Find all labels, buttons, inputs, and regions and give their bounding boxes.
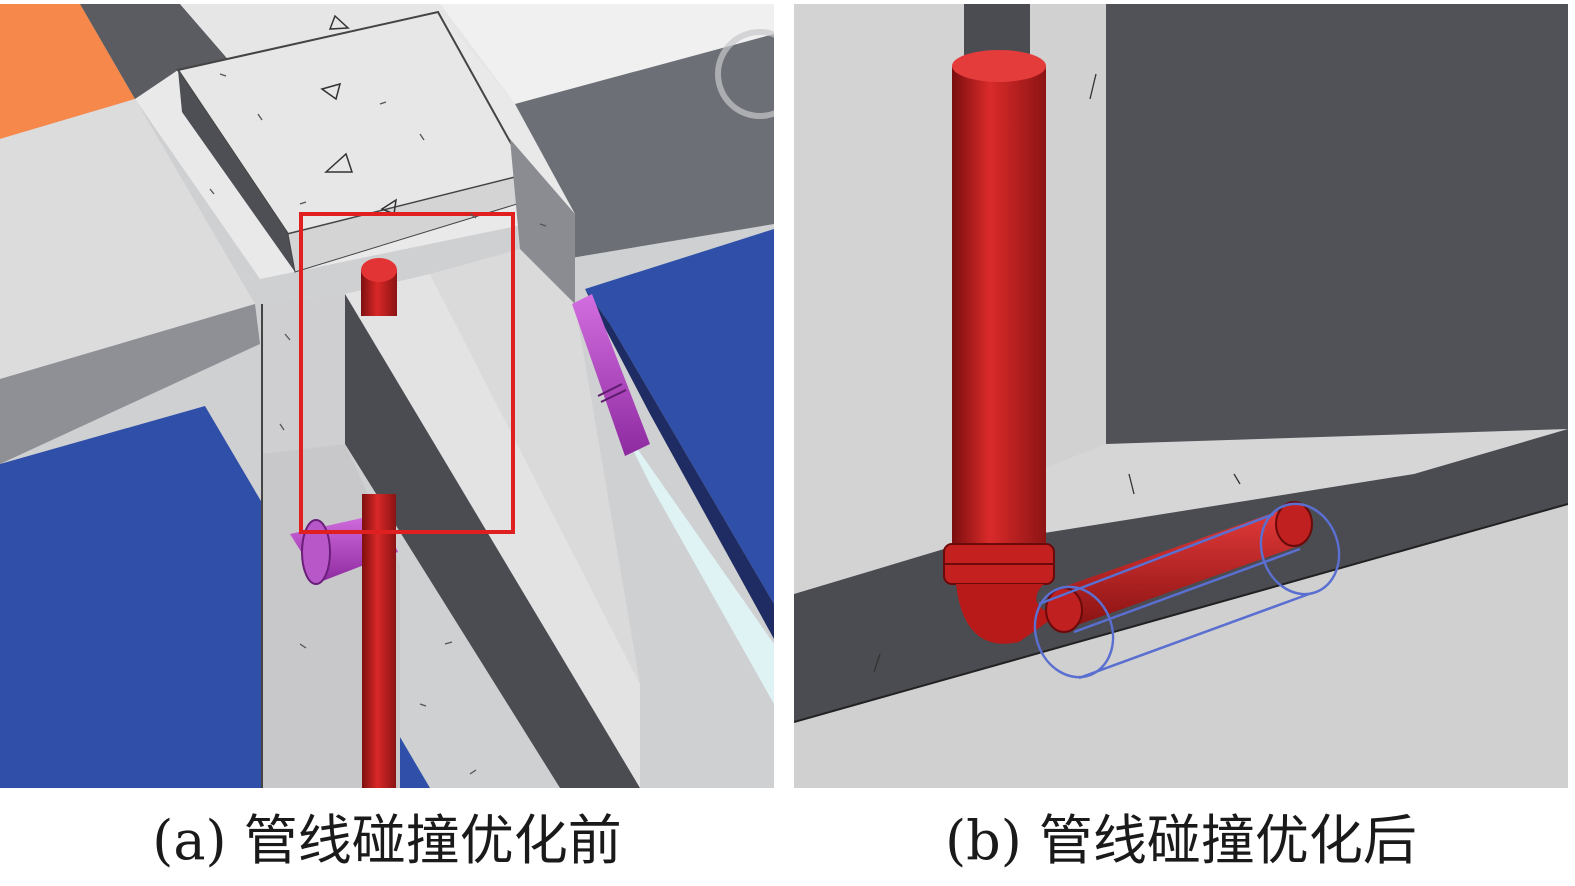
concrete-mark: [328, 14, 350, 30]
column-shaft-upper: [262, 294, 345, 454]
blue-slab-right: [585, 229, 774, 604]
beam-left-side: [0, 304, 260, 464]
floor: [794, 504, 1568, 788]
blue-slab-right-edge: [585, 289, 774, 639]
caption-a: (a) 管线碰撞优化前: [152, 809, 622, 872]
concrete-block-side-left: [178, 70, 295, 272]
red-pipe-top: [952, 50, 1046, 82]
floor-edge: [794, 503, 1568, 723]
concrete-speckles: [873, 73, 1241, 673]
dark-block: [1106, 4, 1568, 444]
selection-outline: [1033, 502, 1341, 680]
caption-b: (b) 管线碰撞优化后: [945, 809, 1417, 872]
concrete-mark: [324, 152, 354, 173]
pipe-flange-right: [1275, 501, 1313, 547]
panel-a-render: [0, 4, 774, 788]
orange-element: [0, 4, 135, 139]
pipe-elbow: [956, 584, 1056, 644]
purple-pipe-flange: [301, 519, 331, 585]
column-right-edge: [510, 139, 575, 304]
red-pipe-vertical: [362, 494, 396, 788]
top-slab-right: [440, 4, 774, 104]
panel-a-scene: [0, 4, 774, 788]
grey-wall: [794, 4, 964, 594]
collision-highlight-box: [299, 212, 515, 534]
beam-left-top: [0, 99, 255, 379]
beam-right-dark: [515, 34, 774, 259]
concrete-mark: [380, 198, 397, 216]
cyan-strip: [620, 424, 774, 704]
beam-light-face-right: [430, 249, 640, 684]
concrete-speckles: [209, 73, 547, 775]
pipe-ring: [597, 383, 623, 397]
red-pipe-stub-top: [361, 258, 397, 282]
beam-dark-face: [345, 294, 640, 788]
pipe-ring: [600, 389, 627, 403]
red-pipe-horizontal: [1049, 509, 1304, 628]
panel-b-render: [794, 4, 1568, 788]
panel-b-scene: [794, 4, 1568, 788]
grey-wall-mid: [1030, 4, 1106, 474]
red-pipe-vertical: [952, 66, 1046, 561]
purple-pipe-right: [572, 294, 650, 456]
concrete-mark: [320, 82, 342, 101]
view-cube-icon: [715, 29, 774, 119]
